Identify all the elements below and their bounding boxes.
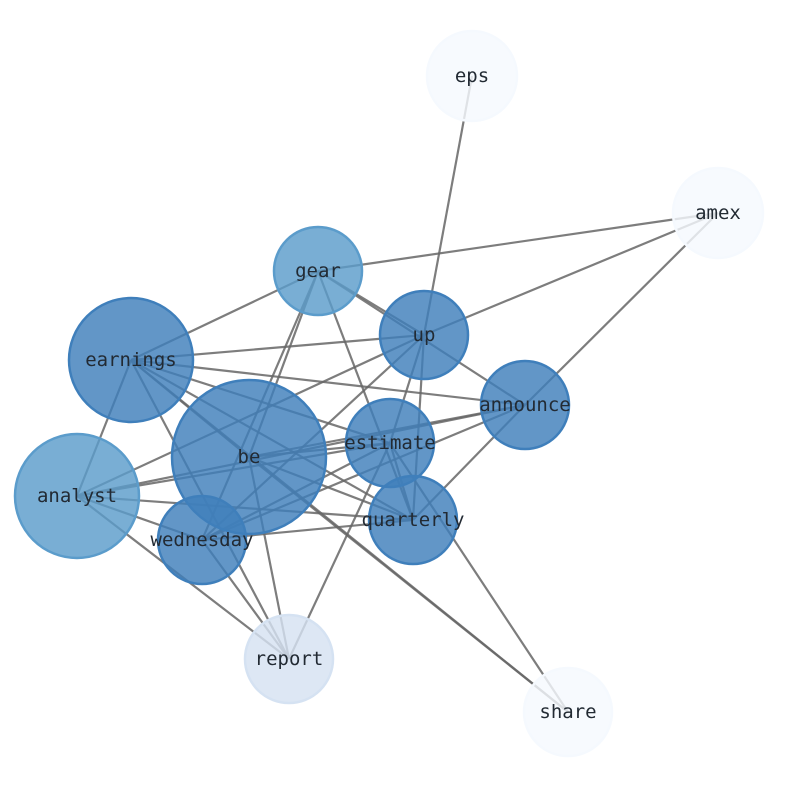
node-label-amex: amex [695, 202, 741, 224]
node-be[interactable] [170, 378, 328, 536]
node-label-announce: announce [479, 394, 571, 416]
node-label-be: be [238, 446, 261, 468]
node-eps[interactable] [425, 29, 519, 123]
node-label-earnings: earnings [85, 349, 177, 371]
node-report[interactable] [243, 613, 335, 705]
node-label-share: share [539, 701, 596, 723]
labels: eps amex gear up earnings announce be estimate a… [37, 65, 741, 723]
node-quarterly[interactable] [367, 474, 459, 566]
node-announce[interactable] [479, 359, 571, 451]
node-up[interactable] [378, 289, 470, 381]
edge-up-amex [423, 211, 719, 337]
node-amex[interactable] [671, 166, 765, 260]
node-label-report: report [255, 648, 324, 670]
edge-gear-amex [317, 211, 719, 273]
nodes [13, 29, 765, 758]
node-share[interactable] [522, 666, 614, 758]
node-analyst[interactable] [13, 432, 141, 560]
edge-earnings-announce [130, 358, 526, 407]
node-label-estimate: estimate [344, 432, 436, 454]
node-label-eps: eps [455, 65, 489, 87]
node-label-quarterly: quarterly [362, 509, 465, 531]
node-label-gear: gear [295, 260, 341, 282]
node-label-up: up [413, 324, 436, 346]
node-earnings[interactable] [67, 296, 195, 424]
node-label-wednesday: wednesday [151, 529, 254, 551]
node-wednesday[interactable] [156, 494, 248, 586]
node-label-analyst: analyst [37, 485, 117, 507]
node-gear[interactable] [272, 225, 364, 317]
